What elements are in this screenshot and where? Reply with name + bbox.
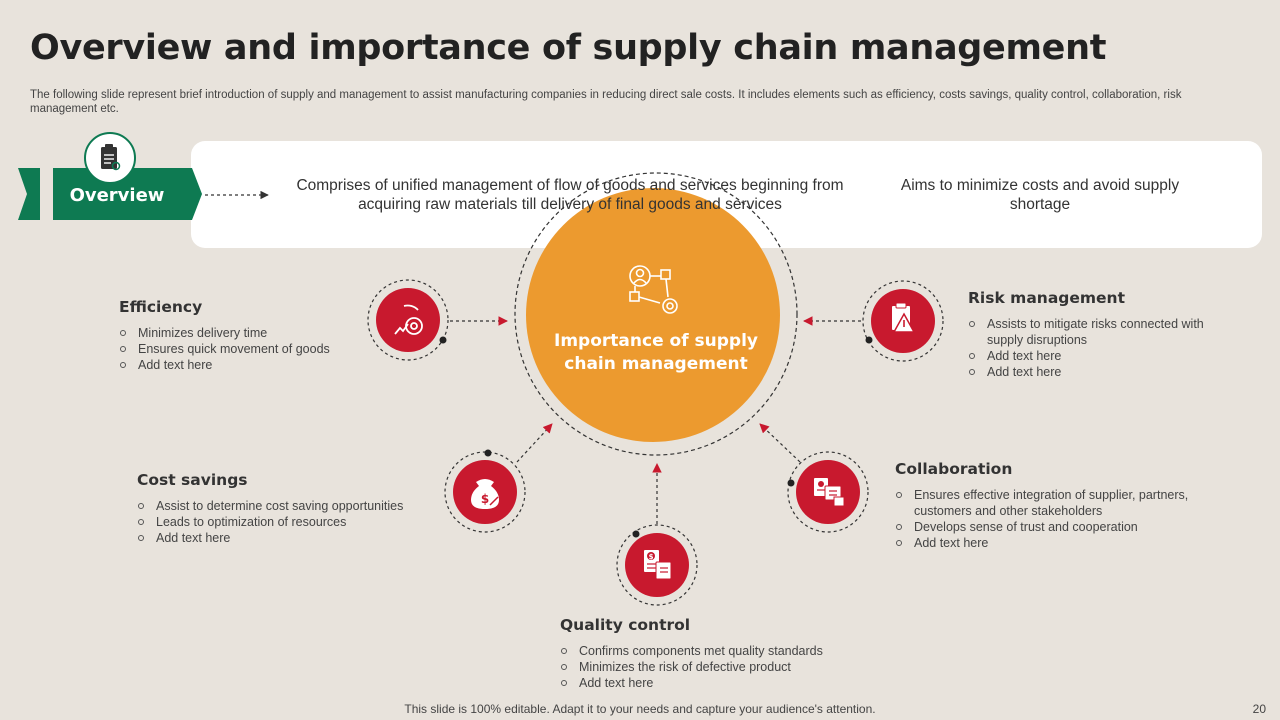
efficiency-list: Minimizes delivery time Ensures quick mo… xyxy=(119,325,369,373)
quality-dot xyxy=(632,530,640,538)
list-item: Add text here xyxy=(137,530,432,546)
cost-arrow xyxy=(516,423,553,463)
center-ring xyxy=(514,172,798,456)
list-item: Minimizes delivery time xyxy=(119,325,369,341)
list-item: Add text here xyxy=(895,535,1220,551)
center-label: Importance of supply chain management xyxy=(554,331,758,374)
collaboration-list: Ensures effective integration of supplie… xyxy=(895,487,1220,551)
slide-subtitle: The following slide represent brief intr… xyxy=(30,89,1182,115)
svg-text:$: $ xyxy=(481,492,489,506)
quality-ring xyxy=(616,524,698,606)
overview-description: Comprises of unified management of flow … xyxy=(296,177,844,213)
clipboard-icon xyxy=(101,144,121,171)
list-item: Ensures effective integration of supplie… xyxy=(895,487,1220,519)
risk-title: Risk management xyxy=(968,289,1125,307)
collaboration-ring xyxy=(787,451,869,533)
slide-title: Overview and importance of supply chain … xyxy=(30,28,1107,68)
efficiency-ring xyxy=(367,279,449,361)
list-item: Add text here xyxy=(968,348,1233,364)
collaboration-dot xyxy=(787,479,795,487)
cost-dot xyxy=(484,449,492,457)
list-item: Ensures quick movement of goods xyxy=(119,341,369,357)
quality-list: Confirms components met quality standard… xyxy=(560,643,860,691)
risk-dot xyxy=(865,336,873,344)
documents-box-icon xyxy=(814,478,845,507)
cost-list: Assist to determine cost saving opportun… xyxy=(137,498,432,546)
list-item: Confirms components met quality standard… xyxy=(560,643,860,659)
money-bag-icon: $ xyxy=(471,479,499,509)
efficiency-dot xyxy=(439,336,447,344)
page-number: 20 xyxy=(1252,702,1266,716)
collaboration-arrow xyxy=(759,423,801,463)
gear-speed-icon xyxy=(394,304,423,335)
risk-list: Assists to mitigate risks connected with… xyxy=(968,316,1233,380)
efficiency-title: Efficiency xyxy=(119,298,203,316)
list-item: Assist to determine cost saving opportun… xyxy=(137,498,432,514)
list-item: Add text here xyxy=(119,357,369,373)
list-item: Minimizes the risk of defective product xyxy=(560,659,860,675)
warning-document-icon xyxy=(892,302,916,333)
quality-title: Quality control xyxy=(560,616,691,634)
center-circle xyxy=(526,188,780,442)
list-item: Add text here xyxy=(968,364,1233,380)
list-item: Develops sense of trust and cooperation xyxy=(895,519,1220,535)
overview-label: Overview xyxy=(69,185,165,206)
risk-ring xyxy=(862,280,944,362)
overview-ribbon xyxy=(18,132,202,220)
list-item: Assists to mitigate risks connected with… xyxy=(968,316,1233,348)
cost-title: Cost savings xyxy=(137,471,248,489)
list-item: Add text here xyxy=(560,675,860,691)
collaboration-title: Collaboration xyxy=(895,460,1013,478)
overview-aim: Aims to minimize costs and avoid supply … xyxy=(900,177,1180,213)
list-item: Leads to optimization of resources xyxy=(137,514,432,530)
quality-checklist-icon: $ xyxy=(644,550,672,580)
slide-footer: This slide is 100% editable. Adapt it to… xyxy=(404,702,876,716)
network-gear-icon xyxy=(629,265,678,314)
svg-text:$: $ xyxy=(649,553,654,561)
